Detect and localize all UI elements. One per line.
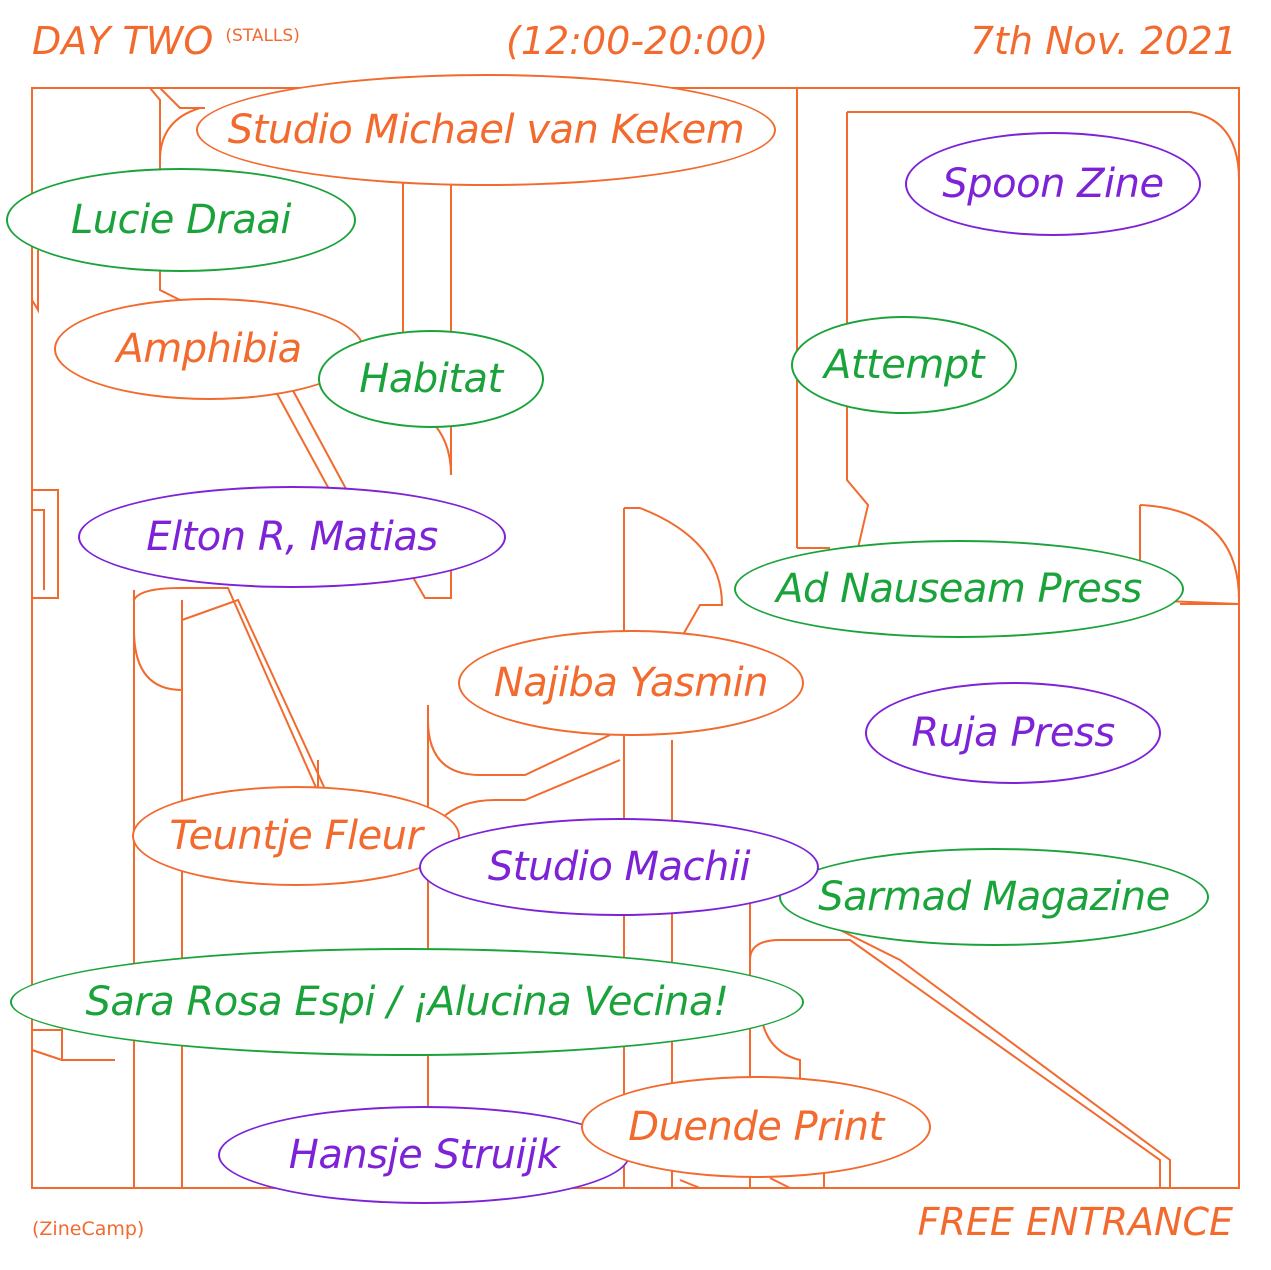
stall-habitat[interactable]: Habitat — [318, 330, 544, 428]
stall-duende-print[interactable]: Duende Print — [581, 1076, 931, 1178]
stall-najiba-yasmin[interactable]: Najiba Yasmin — [458, 630, 804, 736]
wall — [32, 1029, 115, 1061]
wall — [181, 598, 360, 801]
stall-sarmad-magazine[interactable]: Sarmad Magazine — [779, 848, 1209, 946]
stall-elton-r-matias[interactable]: Elton R, Matias — [78, 486, 506, 588]
wall — [159, 107, 201, 161]
wall — [289, 384, 353, 501]
day-note: (STALLS) — [225, 26, 300, 46]
wall — [427, 719, 611, 776]
stall-amphibia[interactable]: Amphibia — [54, 298, 364, 400]
wall — [133, 587, 319, 793]
stall-ruja-press[interactable]: Ruja Press — [865, 682, 1161, 784]
wall — [133, 629, 183, 691]
wall — [624, 507, 724, 641]
stall-ad-nauseam-press[interactable]: Ad Nauseam Press — [734, 540, 1184, 638]
event-date: 7th Nov. 2021 — [969, 19, 1237, 63]
wall — [847, 111, 1240, 181]
day-title: DAY TWO (STALLS) — [32, 22, 300, 60]
wall — [32, 509, 45, 590]
stall-hansje-struijk[interactable]: Hansje Struijk — [218, 1106, 630, 1204]
wall — [769, 1177, 791, 1189]
time-range: (12:00-20:00) — [506, 19, 769, 63]
wall — [429, 419, 452, 476]
organizer-label: (ZineCamp) — [32, 1218, 145, 1240]
wall — [31, 250, 39, 314]
wall — [679, 1179, 701, 1189]
stall-teuntje-fleur[interactable]: Teuntje Fleur — [132, 786, 460, 886]
free-entrance-label: FREE ENTRANCE — [917, 1200, 1233, 1244]
day-label: DAY TWO — [32, 19, 214, 63]
stall-lucie-draai[interactable]: Lucie Draai — [6, 168, 356, 272]
stall-studio-machii[interactable]: Studio Machii — [419, 818, 819, 916]
wall — [159, 87, 205, 109]
wall — [846, 112, 870, 549]
stall-studio-michael-van-kekem[interactable]: Studio Michael van Kekem — [196, 74, 776, 186]
wall — [749, 939, 1161, 1188]
stall-sara-rosa-espi[interactable]: Sara Rosa Espi / ¡Alucina Vecina! — [10, 948, 804, 1056]
wall — [32, 489, 59, 599]
wall — [439, 759, 621, 821]
wall — [31, 1049, 63, 1061]
wall — [1139, 504, 1240, 601]
wall — [402, 559, 452, 599]
stall-attempt[interactable]: Attempt — [791, 316, 1017, 414]
stall-spoon-zine[interactable]: Spoon Zine — [905, 132, 1201, 236]
